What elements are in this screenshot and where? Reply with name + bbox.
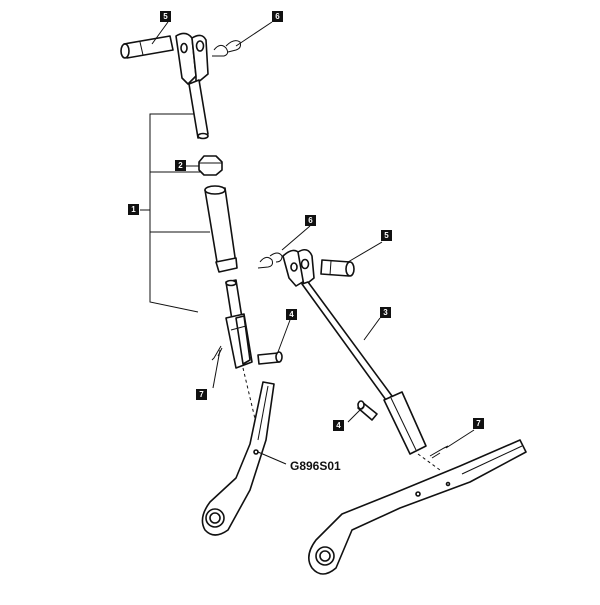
callout-2: 2 <box>175 160 186 171</box>
callout-1: 1 <box>128 204 139 215</box>
cotter-pin-right-small <box>429 445 449 459</box>
callout-5-right: 5 <box>381 230 392 241</box>
callout-6-top: 6 <box>272 11 283 22</box>
lower-rod <box>225 279 243 321</box>
lock-nut <box>198 155 223 176</box>
assembly-centre-line-right <box>417 453 441 471</box>
lower-clevis <box>225 313 253 369</box>
callout-4-right: 4 <box>333 420 344 431</box>
upper-rod <box>188 79 209 140</box>
callout-1-bracket <box>140 113 210 313</box>
callout-7-left: 7 <box>196 389 207 400</box>
cotter-pin-left <box>211 345 223 361</box>
clevis-pin-top-left <box>120 35 174 59</box>
cotter-pin-right <box>257 252 283 269</box>
lift-rod <box>301 281 393 401</box>
clevis-pin-left <box>257 351 283 365</box>
leader-lines <box>151 21 475 465</box>
lift-rod-sleeve <box>383 391 427 455</box>
lower-arm-right <box>308 439 527 575</box>
callout-6-right: 6 <box>305 215 316 226</box>
drawing-id-label: G896S01 <box>290 459 341 473</box>
callout-4-left: 4 <box>286 309 297 320</box>
cotter-pin-top <box>212 40 241 57</box>
lower-arm-left <box>201 381 275 536</box>
callout-7-right: 7 <box>473 418 484 429</box>
clevis-pin-right-small <box>357 400 378 421</box>
lift-rod-clevis <box>282 248 315 287</box>
callout-3: 3 <box>380 307 391 318</box>
turnbuckle-tube <box>204 185 238 273</box>
top-clevis <box>175 32 209 85</box>
clevis-pin-right <box>320 259 355 277</box>
callout-5-top: 5 <box>160 11 171 22</box>
